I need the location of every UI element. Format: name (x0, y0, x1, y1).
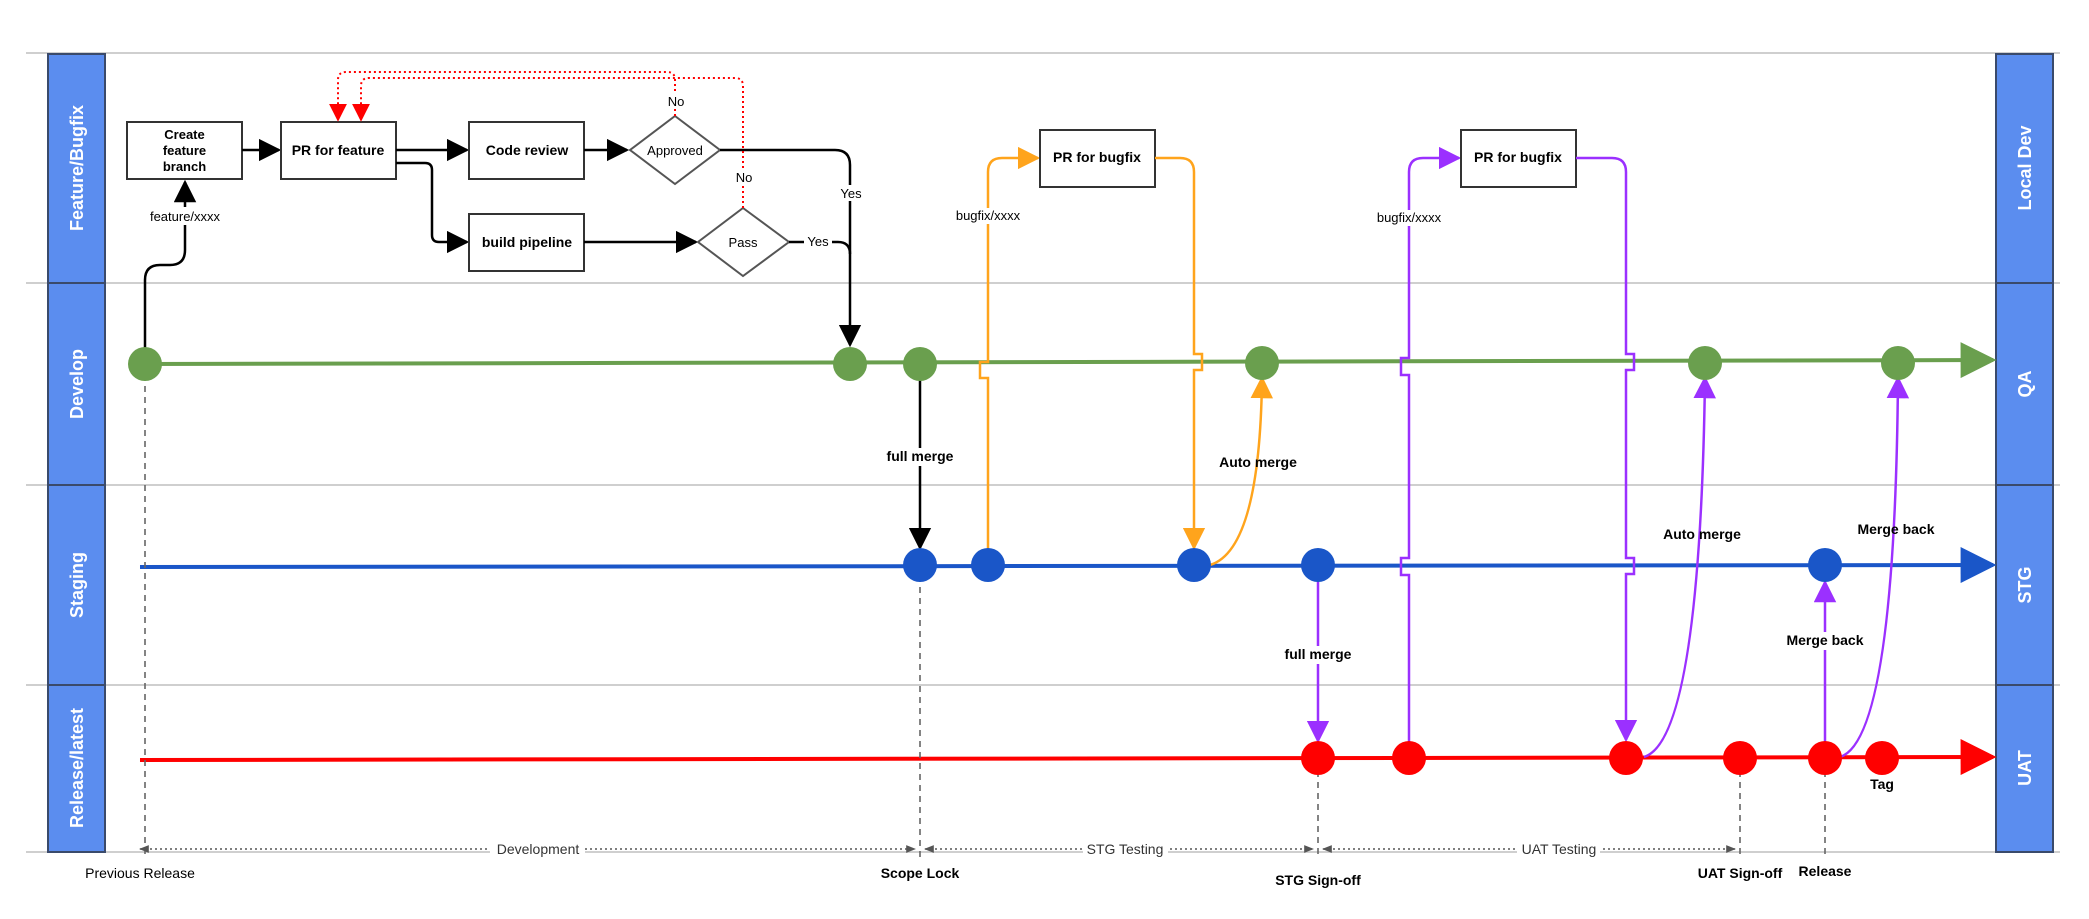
merge-back-release-to-develop (1839, 375, 1910, 759)
phase-development: Development (497, 841, 580, 857)
pass-decision (696, 206, 791, 278)
staging-commit (1808, 548, 1842, 582)
arrow-to-build-pipeline (396, 161, 470, 254)
lane-label-develop: Develop (67, 349, 87, 419)
right-lane-headers: Local Dev QA STG UAT (1995, 53, 2054, 853)
staging-commit (971, 548, 1005, 582)
pass-no-loop (352, 77, 744, 208)
lane-label-feature: Feature/Bugfix (67, 105, 87, 231)
release-branch-line (139, 739, 1997, 776)
bugfix-1-merge-arrow (1155, 156, 1206, 551)
create-feature-branch-text: Create feature branch (162, 126, 207, 174)
develop-commit (833, 347, 867, 381)
full-merge-label-2: full merge (1285, 646, 1352, 662)
milestone-stg-signoff: STG Sign-off (1275, 872, 1361, 888)
staging-commit (1177, 548, 1211, 582)
release-commits (1301, 741, 1899, 775)
bugfix-1-pr-text: PR for bugfix (1053, 149, 1141, 165)
pr-feature-box (280, 121, 397, 180)
release-commit (1609, 741, 1643, 775)
bugfix-2-branch-arrow (1399, 146, 1462, 758)
auto-merge-2-arrow (1643, 375, 1716, 759)
approved-no-loop (329, 71, 676, 122)
milestone-lines (144, 364, 1826, 858)
release-commit (1808, 741, 1842, 775)
staging-commit (1301, 548, 1335, 582)
auto-merge-label-2: Auto merge (1663, 526, 1741, 542)
develop-commits (128, 346, 1915, 381)
phase-stg-testing: STG Testing (1087, 841, 1164, 857)
milestone-release: Release (1799, 863, 1852, 879)
release-commit (1723, 741, 1757, 775)
approved-no-label: No (668, 94, 685, 109)
lane-header-release (47, 684, 106, 853)
left-lane-headers: Feature/Bugfix Develop Staging Release/l… (47, 53, 106, 853)
merge-back-label-1: Merge back (1786, 632, 1863, 648)
full-merge-label-1: full merge (887, 448, 954, 464)
develop-commit (1688, 346, 1722, 380)
env-header-uat (1995, 684, 2054, 853)
lane-header-staging (47, 484, 106, 686)
approved-decision (628, 114, 722, 186)
staging-commit (903, 548, 937, 582)
auto-merge-1-arrow (1209, 375, 1274, 567)
bugfix-2-branch-label: bugfix/xxxx (1377, 210, 1442, 225)
env-header-qa (1995, 282, 2054, 486)
develop-commit (1245, 346, 1279, 380)
develop-commit (1881, 346, 1915, 380)
env-label-local-dev: Local Dev (2015, 125, 2035, 210)
env-header-stg (1995, 484, 2054, 686)
auto-merge-label-1: Auto merge (1219, 454, 1297, 470)
env-header-local-dev (1995, 53, 2054, 284)
develop-commit (903, 347, 937, 381)
bugfix-2-pr-box (1460, 129, 1577, 188)
build-pipeline-text: build pipeline (482, 234, 572, 250)
pass-yes-arrow (789, 240, 852, 255)
env-label-stg: STG (2015, 566, 2035, 603)
milestone-uat-signoff: UAT Sign-off (1698, 865, 1783, 881)
lane-label-release: Release/latest (67, 708, 87, 828)
pass-text: Pass (729, 235, 758, 250)
staging-commits (903, 548, 1842, 582)
approved-yes-arrow (720, 148, 862, 348)
env-label-qa: QA (2015, 370, 2035, 397)
milestone-previous-release: Previous Release (85, 865, 195, 881)
bugfix-2-pr-text: PR for bugfix (1474, 149, 1562, 165)
tag-label: Tag (1870, 776, 1894, 792)
env-label-uat: UAT (2015, 750, 2035, 786)
bugfix-1-branch-label: bugfix/xxxx (956, 208, 1021, 223)
pass-yes-label: Yes (807, 234, 829, 249)
approved-text: Approved (647, 143, 703, 158)
feature-branch-arrow (143, 179, 197, 364)
merge-back-label-2: Merge back (1857, 521, 1934, 537)
bugfix-1-branch-arrow (978, 146, 1041, 565)
phase-uat-testing: UAT Testing (1522, 841, 1597, 857)
pr-feature-text: PR for feature (292, 142, 385, 158)
code-review-text: Code review (486, 142, 569, 158)
develop-commit (128, 347, 162, 381)
staging-branch-line (139, 547, 1997, 584)
release-commit (1865, 741, 1899, 775)
release-commit (1392, 741, 1426, 775)
feature-branch-label: feature/xxxx (150, 209, 221, 224)
pass-no-label: No (736, 170, 753, 185)
milestone-scope-lock: Scope Lock (881, 865, 960, 881)
lane-header-feature (47, 53, 106, 284)
develop-branch-line (142, 342, 1997, 379)
bugfix-2-merge-arrow (1576, 156, 1638, 743)
approved-yes-label: Yes (840, 186, 862, 201)
lane-label-staging: Staging (67, 552, 87, 618)
release-commit (1301, 741, 1335, 775)
